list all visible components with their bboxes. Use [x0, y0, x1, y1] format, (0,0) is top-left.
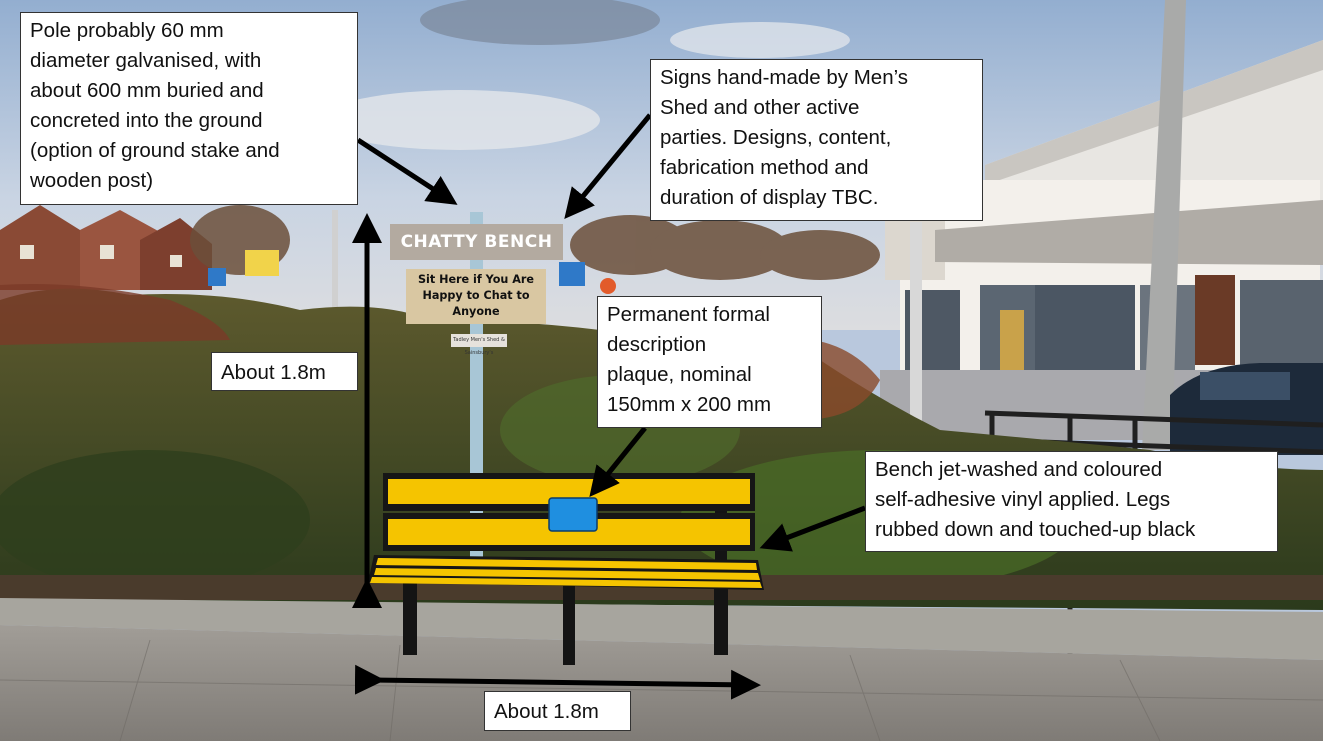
sign-sponsor-text: Tadley Men's Shed & Sainsbury's	[453, 337, 505, 356]
sign-board-small	[451, 334, 507, 347]
street-pole	[332, 210, 338, 310]
street-pole	[1142, 0, 1186, 450]
trees	[190, 205, 880, 280]
kerb	[0, 598, 1323, 660]
lamp-post	[910, 222, 922, 444]
parking-sign	[245, 250, 279, 276]
callout-height: About 1.8m	[211, 352, 358, 391]
callout-pole: Pole probably 60 mm diameter galvanised,…	[20, 12, 358, 205]
signs-pointer-arrow	[564, 113, 652, 219]
cloud	[670, 22, 850, 58]
plaque-pointer-arrow	[589, 426, 647, 498]
bench	[368, 473, 764, 665]
no-entry-sign	[600, 278, 616, 294]
cloud	[420, 0, 660, 45]
description-plaque	[548, 497, 598, 532]
cloud	[320, 90, 600, 150]
sign-chatty-bench-text: CHATTY BENCH	[400, 232, 553, 252]
callout-plaque: Permanent formal description plaque, nom…	[597, 296, 822, 428]
sign-board-middle	[406, 269, 546, 324]
sign-sit-here-text: Sit Here if You Are Happy to Chat to Any…	[417, 273, 535, 318]
callout-signs: Signs hand-made by Men’s Shed and other …	[650, 59, 983, 221]
disabled-sign	[559, 262, 585, 286]
disabled-sign	[208, 268, 226, 286]
callout-width: About 1.8m	[484, 691, 631, 731]
callout-bench: Bench jet-washed and coloured self-adhes…	[865, 451, 1278, 552]
houses	[0, 205, 212, 290]
width-arrow	[354, 664, 761, 700]
pole-pointer-arrow	[356, 137, 458, 205]
parked-car	[1170, 363, 1323, 455]
sign-board-top	[390, 224, 563, 260]
bench-pointer-arrow	[759, 505, 866, 552]
